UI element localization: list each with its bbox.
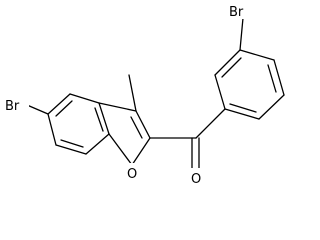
benzofuran-benzene-ring (47, 93, 110, 155)
bond (98, 102, 137, 112)
bond (131, 137, 151, 166)
bond (214, 49, 241, 76)
double-bond-inner (130, 116, 143, 139)
structure-diagram: Br Br O O (5, 5, 285, 187)
furan-oxygen-label: O (127, 167, 137, 182)
carbonyl-oxygen-label: O (191, 172, 201, 187)
benzofuran-furan-ring (98, 74, 151, 166)
double-bond-inner (55, 100, 73, 117)
bond-to-bromine-left (26, 104, 49, 115)
bromine-label-left: Br (5, 99, 20, 114)
double-bond-inner (229, 103, 257, 113)
bond (108, 133, 133, 166)
double-bond-inner (60, 139, 84, 148)
bond (214, 74, 226, 110)
carbonyl-group (149, 108, 226, 171)
double-bond-inner (267, 64, 277, 93)
bond (47, 93, 71, 115)
bond (273, 59, 285, 96)
bond (55, 144, 87, 155)
bond (85, 133, 110, 155)
bond (98, 102, 110, 135)
bond (69, 93, 100, 104)
bond (239, 49, 275, 61)
bond-to-bromine-right (239, 17, 244, 51)
methyl-bond (128, 74, 137, 112)
bond (224, 108, 260, 120)
bromine-label-right: Br (229, 5, 244, 20)
bond (47, 113, 57, 146)
double-bond-inner (94, 107, 104, 132)
bond (258, 94, 285, 120)
bromophenyl-ring (214, 17, 285, 120)
bond (195, 108, 226, 139)
bond (135, 110, 151, 139)
double-bond-inner (221, 57, 242, 78)
